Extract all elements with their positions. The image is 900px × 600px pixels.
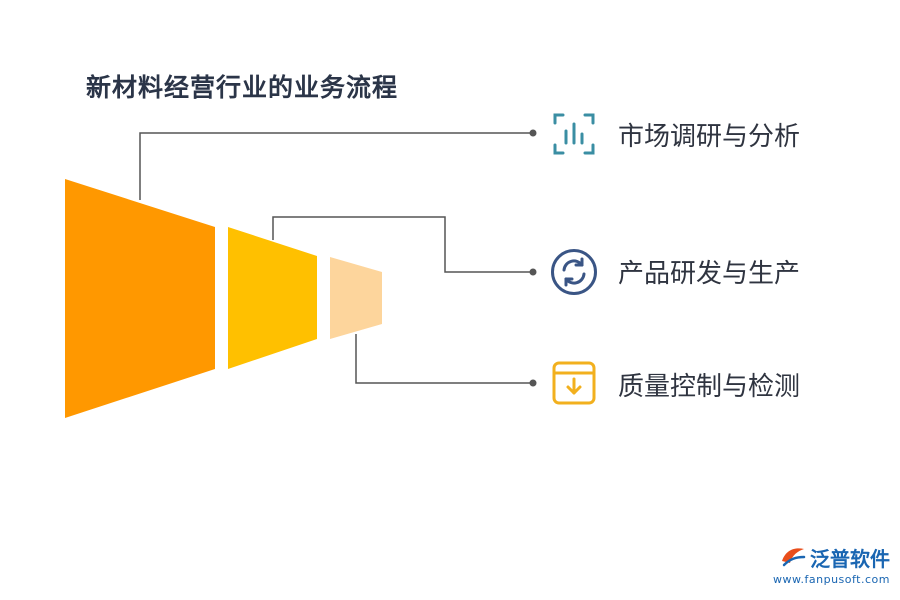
funnel-segment-2	[228, 227, 317, 369]
item-label-quality-control: 质量控制与检测	[618, 372, 801, 402]
item-label-product-development: 产品研发与生产	[618, 259, 801, 289]
connector-dot-3	[529, 379, 537, 387]
download-box-icon	[551, 360, 599, 408]
brand-logo: 泛普软件 www.fanpusoft.com	[773, 543, 890, 586]
connector-line-1	[139, 132, 532, 200]
funnel-segment-1	[65, 179, 215, 418]
refresh-cycle-icon	[550, 248, 598, 296]
logo-mark-icon	[780, 545, 806, 571]
funnel-segment-3	[330, 257, 382, 339]
bar-chart-icon	[551, 111, 599, 159]
page-title: 新材料经营行业的业务流程	[86, 73, 399, 102]
connector-line-3	[355, 334, 532, 384]
connector-line-2	[272, 216, 532, 273]
logo-text: 泛普软件	[810, 547, 890, 571]
connector-dot-1	[529, 129, 537, 137]
logo-url: www.fanpusoft.com	[773, 573, 890, 586]
connector-dot-2	[529, 268, 537, 276]
item-label-market-research: 市场调研与分析	[618, 122, 801, 152]
